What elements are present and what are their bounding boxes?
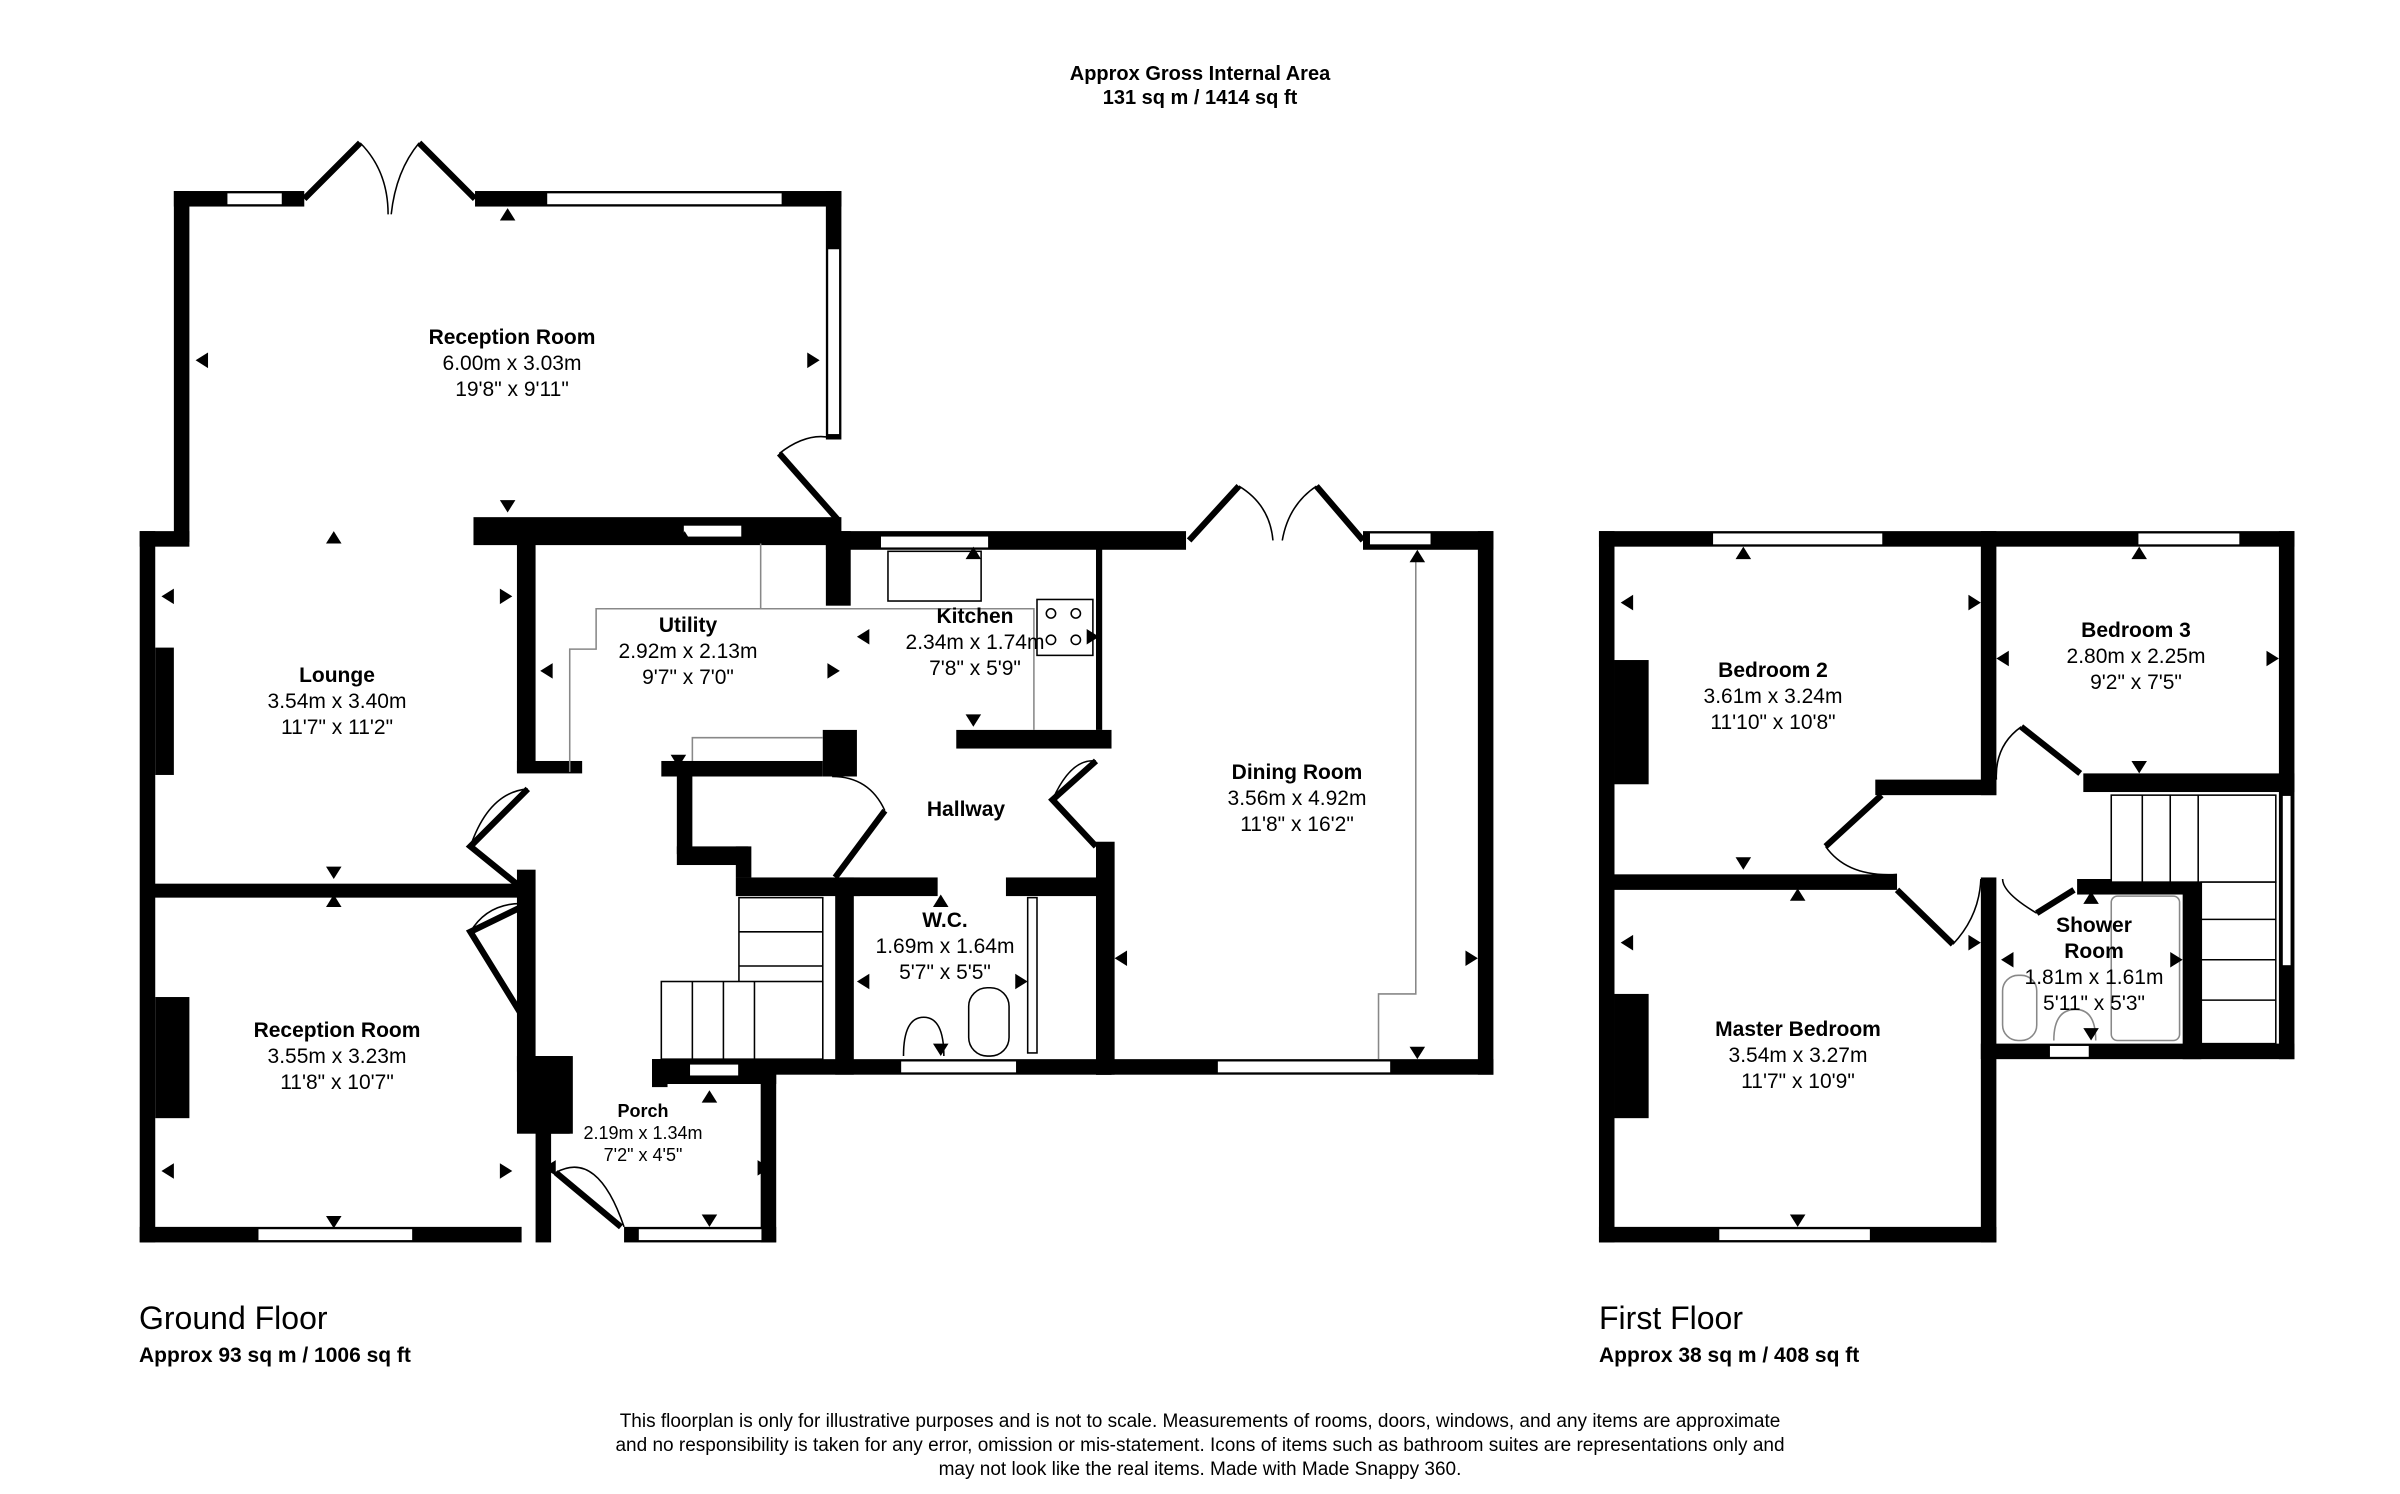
- room-imperial: 7'2" x 4'5": [603, 1145, 683, 1165]
- room-metric: 3.56m x 4.92m: [1227, 787, 1367, 810]
- room-imperial: 5'11" x 5'3": [2043, 992, 2145, 1015]
- room-metric: 1.69m x 1.64m: [875, 935, 1015, 958]
- room-imperial: 19'8" x 9'11": [455, 378, 569, 401]
- room-hallway: Hallway: [927, 797, 1005, 823]
- room-name: Reception Room: [428, 326, 596, 349]
- room-metric: 2.92m x 2.13m: [618, 640, 758, 663]
- room-porch: Porch 2.19m x 1.34m 7'2" x 4'5": [583, 1100, 702, 1166]
- disclaimer-line-2: and no responsibility is taken for any e…: [615, 1435, 1785, 1456]
- gross-area-total: 131 sq m / 1414 sq ft: [1102, 87, 1298, 109]
- disclaimer-line-1: This floorplan is only for illustrative …: [619, 1411, 1781, 1432]
- room-bedroom-3: Bedroom 3 2.80m x 2.25m 9'2" x 7'5": [2067, 618, 2206, 696]
- room-metric: 3.61m x 3.24m: [1703, 685, 1843, 708]
- room-metric: 2.80m x 2.25m: [2066, 645, 2206, 668]
- room-name: Bedroom 2: [1718, 659, 1828, 682]
- room-metric: 3.55m x 3.23m: [267, 1045, 407, 1068]
- ground-floor-door-arcs: [359, 142, 1317, 1228]
- room-name: Master Bedroom: [1715, 1018, 1881, 1041]
- room-name-line1: Shower: [2056, 914, 2132, 937]
- room-metric: 3.54m x 3.40m: [267, 690, 407, 713]
- fixtures-first: [2001, 895, 2181, 1042]
- ground-floor-doors: [302, 140, 1366, 1230]
- room-name: Hallway: [926, 798, 1006, 821]
- room-wc: W.C. 1.69m x 1.64m 5'7" x 5'5": [876, 908, 1015, 986]
- ground-floor-windows: [225, 191, 1433, 1242]
- fixtures-ground: [568, 543, 1417, 1060]
- stairs-first: [2110, 794, 2277, 1045]
- room-name: Kitchen: [936, 605, 1014, 628]
- room-imperial: 9'2" x 7'5": [2090, 671, 2182, 694]
- room-metric: 6.00m x 3.03m: [442, 352, 582, 375]
- room-name: Utility: [658, 614, 718, 637]
- room-name: W.C.: [922, 909, 968, 932]
- measure-arrows-ground: [161, 208, 1478, 1229]
- ground-floor-area: Approx 93 sq m / 1006 sq ft: [139, 1344, 411, 1367]
- room-kitchen: Kitchen 2.34m x 1.74m 7'8" x 5'9": [906, 604, 1045, 682]
- room-shower-room: Shower Room 1.81m x 1.61m 5'11" x 5'3": [2025, 913, 2164, 1017]
- room-imperial: 11'7" x 10'9": [1741, 1070, 1855, 1093]
- disclaimer: This floorplan is only for illustrative …: [560, 1410, 1840, 1482]
- room-imperial: 11'8" x 16'2": [1240, 813, 1354, 836]
- room-imperial: 7'8" x 5'9": [929, 657, 1021, 680]
- measure-arrows-first: [1620, 546, 2279, 1227]
- first-floor-title: First Floor: [1599, 1300, 1743, 1336]
- room-metric: 1.81m x 1.61m: [2024, 966, 2164, 989]
- first-floor-windows: [1711, 531, 2293, 1242]
- room-name: Reception Room: [253, 1019, 421, 1042]
- room-name: Dining Room: [1231, 761, 1363, 784]
- room-metric: 2.19m x 1.34m: [583, 1123, 703, 1143]
- room-reception-room-front: Reception Room 3.55m x 3.23m 11'8" x 10'…: [254, 1018, 421, 1096]
- room-imperial: 5'7" x 5'5": [899, 961, 991, 984]
- room-bedroom-2: Bedroom 2 3.61m x 3.24m 11'10" x 10'8": [1704, 658, 1843, 736]
- room-imperial: 11'10" x 10'8": [1710, 711, 1836, 734]
- first-floor-doors: [1823, 724, 2083, 947]
- room-metric: 3.54m x 3.27m: [1728, 1044, 1868, 1067]
- room-metric: 2.34m x 1.74m: [905, 631, 1045, 654]
- disclaimer-line-3: may not look like the real items. Made w…: [938, 1459, 1462, 1480]
- room-imperial: 11'8" x 10'7": [280, 1071, 394, 1094]
- room-master-bedroom: Master Bedroom 3.54m x 3.27m 11'7" x 10'…: [1715, 1017, 1881, 1095]
- first-floor-area: Approx 38 sq m / 408 sq ft: [1599, 1344, 1860, 1367]
- room-imperial: 9'7" x 7'0": [642, 666, 734, 689]
- room-name: Bedroom 3: [2081, 619, 2191, 642]
- room-name-line2: Room: [2064, 940, 2124, 963]
- room-dining-room: Dining Room 3.56m x 4.92m 11'8" x 16'2": [1228, 760, 1367, 838]
- stairs-ground: [660, 896, 824, 1060]
- gross-area-title: Approx Gross Internal Area: [1069, 63, 1331, 85]
- first-floor-door-arcs: [1824, 726, 2038, 945]
- room-name: Lounge: [299, 664, 375, 687]
- ground-floor-title: Ground Floor: [139, 1300, 328, 1336]
- room-utility: Utility 2.92m x 2.13m 9'7" x 7'0": [619, 613, 758, 691]
- room-name: Porch: [617, 1101, 669, 1121]
- room-imperial: 11'7" x 11'2": [280, 716, 394, 739]
- room-reception-room-rear: Reception Room 6.00m x 3.03m 19'8" x 9'1…: [429, 325, 596, 403]
- room-lounge: Lounge 3.54m x 3.40m 11'7" x 11'2": [268, 663, 407, 741]
